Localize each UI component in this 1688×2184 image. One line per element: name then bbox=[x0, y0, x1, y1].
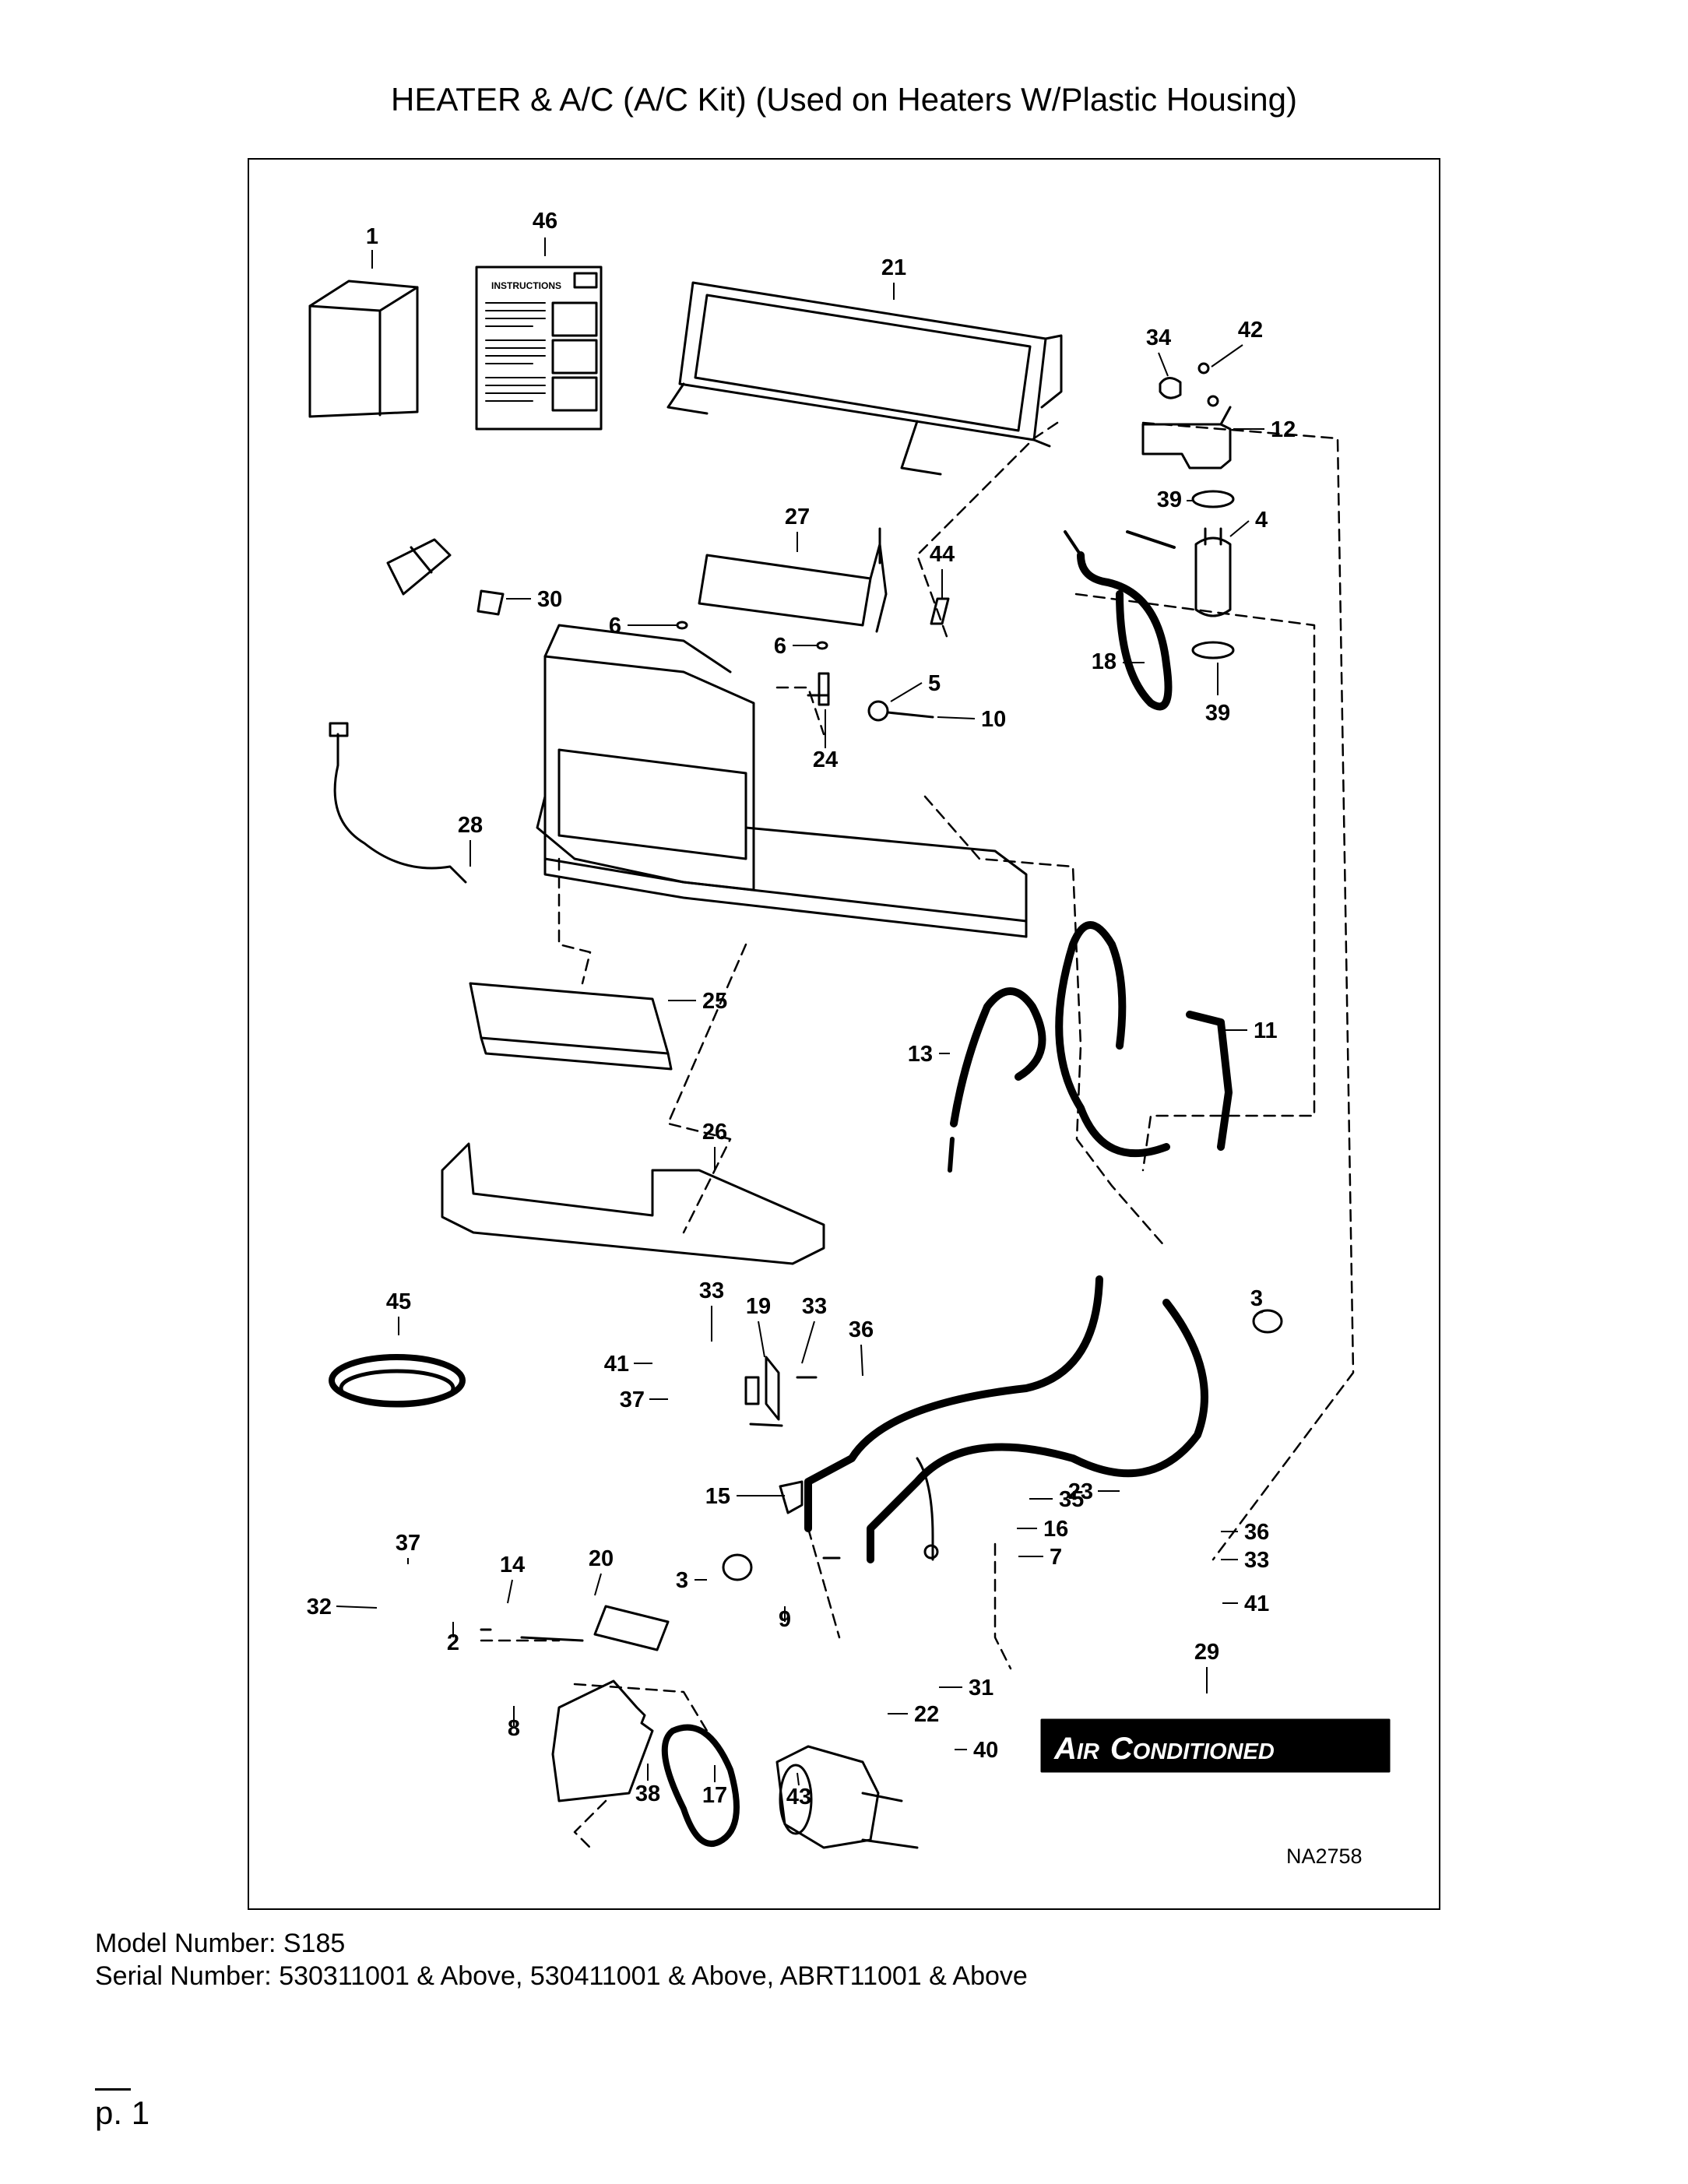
leader-line-36 bbox=[860, 1344, 863, 1377]
evaporator bbox=[698, 527, 888, 633]
callout-11: 11 bbox=[1254, 1018, 1278, 1043]
cover-plate bbox=[441, 1142, 825, 1265]
callout-3: 3 bbox=[1250, 1286, 1263, 1311]
page-rule bbox=[95, 2088, 131, 2091]
callout-14: 14 bbox=[500, 1553, 525, 1577]
callout-38: 38 bbox=[635, 1781, 660, 1806]
callout-1: 1 bbox=[366, 224, 378, 249]
callout-19: 19 bbox=[746, 1294, 771, 1319]
callout-36: 36 bbox=[1244, 1520, 1269, 1545]
model-number: Model Number: S185 bbox=[95, 1929, 346, 1958]
filter-panel bbox=[469, 982, 673, 1071]
callout-6: 6 bbox=[609, 614, 621, 638]
wiring-harness bbox=[329, 722, 467, 884]
callout-41: 41 bbox=[1244, 1591, 1269, 1616]
air-conditioned-decal bbox=[1040, 1718, 1391, 1773]
leader-line-14 bbox=[507, 1579, 513, 1604]
compressor-hoses bbox=[722, 1275, 1283, 1581]
instructions-sheet bbox=[475, 266, 603, 431]
callout-23: 23 bbox=[1068, 1479, 1093, 1504]
compressor bbox=[775, 1745, 919, 1849]
leader-line-33 bbox=[801, 1321, 815, 1364]
callout-31: 31 bbox=[969, 1676, 993, 1700]
leader-line-43 bbox=[797, 1772, 800, 1786]
callout-8: 8 bbox=[508, 1716, 520, 1741]
callout-4: 4 bbox=[1255, 508, 1268, 533]
routing-lines bbox=[480, 421, 1355, 1849]
leader-line-4 bbox=[1229, 520, 1250, 537]
page-title: HEATER & A/C (A/C Kit) (Used on Heaters … bbox=[391, 81, 1297, 118]
belt-guard bbox=[551, 1679, 654, 1802]
callout-3: 3 bbox=[676, 1568, 688, 1593]
callout-17: 17 bbox=[702, 1783, 727, 1808]
callout-37: 37 bbox=[620, 1387, 645, 1412]
leaders bbox=[336, 237, 1264, 1786]
heater-housing bbox=[536, 624, 1028, 938]
callout-18: 18 bbox=[1092, 649, 1117, 674]
callout-33: 33 bbox=[699, 1278, 724, 1303]
callout-32: 32 bbox=[307, 1595, 332, 1620]
seal-strip bbox=[329, 1354, 466, 1408]
callout-42: 42 bbox=[1238, 318, 1263, 343]
expansion-valve bbox=[807, 672, 934, 722]
drawing-id: NA2758 bbox=[1286, 1845, 1363, 1868]
callout-27: 27 bbox=[785, 505, 810, 529]
callout-15: 15 bbox=[705, 1484, 730, 1509]
callout-6: 6 bbox=[774, 634, 786, 659]
page-number: p. 1 bbox=[95, 2094, 150, 2131]
kit-box bbox=[308, 280, 419, 418]
diagram-frame bbox=[248, 158, 1440, 1910]
callout-12: 12 bbox=[1271, 417, 1296, 442]
leader-line-10 bbox=[937, 716, 976, 719]
callout-20: 20 bbox=[589, 1546, 614, 1571]
callout-2: 2 bbox=[447, 1630, 459, 1655]
callout-24: 24 bbox=[813, 747, 838, 772]
callout-30: 30 bbox=[537, 587, 562, 612]
callout-13: 13 bbox=[908, 1042, 933, 1067]
callout-40: 40 bbox=[973, 1738, 998, 1763]
leader-line-19 bbox=[758, 1321, 765, 1358]
leader-line-32 bbox=[336, 1605, 378, 1609]
callout-35: 35 bbox=[1059, 1487, 1084, 1512]
callout-37: 37 bbox=[396, 1531, 420, 1556]
callout-39: 39 bbox=[1157, 487, 1182, 512]
callout-21: 21 bbox=[881, 255, 906, 280]
callout-28: 28 bbox=[458, 813, 483, 838]
callout-34: 34 bbox=[1146, 325, 1171, 350]
leader-line-34 bbox=[1158, 352, 1169, 377]
callout-46: 46 bbox=[533, 209, 557, 234]
callout-7: 7 bbox=[1050, 1545, 1062, 1570]
serial-number: Serial Number: 530311001 & Above, 530411… bbox=[95, 1961, 1028, 1991]
leader-line-5 bbox=[890, 682, 923, 702]
receiver-drier bbox=[1191, 490, 1235, 659]
callout-41: 41 bbox=[604, 1352, 629, 1377]
callout-44: 44 bbox=[930, 542, 955, 567]
callout-16: 16 bbox=[1043, 1517, 1068, 1542]
instructions-label: INSTRUCTIONS bbox=[491, 280, 561, 291]
leader-line-20 bbox=[594, 1573, 602, 1596]
leader-line-3 bbox=[1256, 1311, 1264, 1314]
callout-26: 26 bbox=[702, 1120, 727, 1145]
leader-line-42 bbox=[1211, 344, 1243, 368]
callout-29: 29 bbox=[1194, 1640, 1219, 1665]
callout-22: 22 bbox=[914, 1702, 939, 1727]
drier-bracket bbox=[1141, 362, 1232, 470]
callout-5: 5 bbox=[928, 671, 941, 696]
callout-45: 45 bbox=[386, 1289, 411, 1314]
callout-10: 10 bbox=[981, 707, 1006, 732]
ac-hoses bbox=[948, 530, 1233, 1173]
callout-39: 39 bbox=[1205, 701, 1230, 726]
callout-33: 33 bbox=[1244, 1548, 1269, 1573]
condenser bbox=[666, 281, 1063, 476]
hardware bbox=[480, 1356, 939, 1651]
callout-33: 33 bbox=[802, 1294, 827, 1319]
callout-43: 43 bbox=[786, 1785, 811, 1809]
callout-36: 36 bbox=[849, 1317, 874, 1342]
callout-25: 25 bbox=[702, 989, 727, 1014]
